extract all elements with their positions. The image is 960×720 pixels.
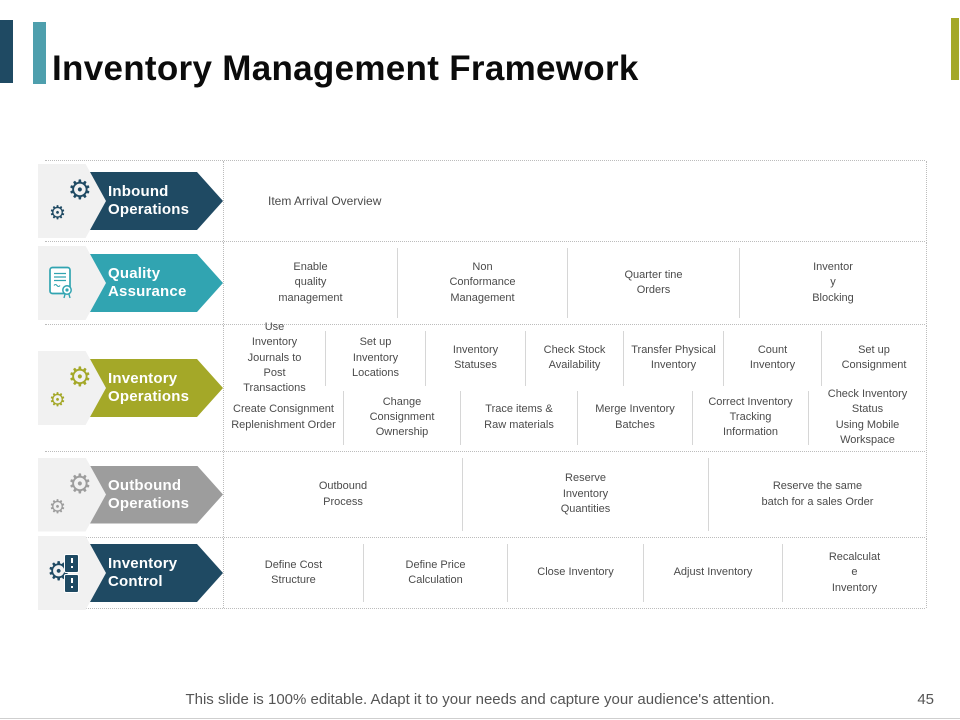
title-accent-bar-teal bbox=[33, 22, 46, 84]
footer-note: This slide is 100% editable. Adapt it to… bbox=[185, 691, 775, 708]
process-cell: Inventory Statuses bbox=[426, 331, 526, 386]
framework-row-inventory-operations: Inventory Operations ⚙⚙ Use Inventory Jour… bbox=[38, 321, 927, 451]
process-lane: Use Inventory Journals to Post Transacti… bbox=[224, 321, 926, 395]
row-label-zone: Outbound Operations ⚙⚙ bbox=[38, 452, 223, 537]
row-lanes: Use Inventory Journals to Post Transacti… bbox=[223, 321, 927, 451]
row-lanes: Item Arrival Overview bbox=[223, 161, 927, 241]
process-cell: Adjust Inventory bbox=[644, 544, 783, 602]
slide-title: Inventory Management Framework bbox=[52, 49, 639, 89]
certificate-icon bbox=[49, 266, 72, 299]
row-label-zone: Inventory Operations ⚙⚙ bbox=[38, 325, 223, 451]
framework-row-inbound-operations: Inbound Operations ⚙⚙ Item Arrival Overvie… bbox=[38, 160, 927, 241]
row-label: Quality Assurance bbox=[108, 265, 187, 300]
bottom-divider bbox=[0, 718, 960, 719]
row-label: Inbound Operations bbox=[108, 183, 190, 218]
gears-icon: ⚙⚙ bbox=[49, 468, 92, 518]
row-label: Inventory Control bbox=[108, 555, 178, 590]
process-cell: Create Consignment Replenishment Order bbox=[224, 390, 344, 445]
process-cell: Use Inventory Journals to Post Transacti… bbox=[224, 321, 326, 394]
process-cell: Set up Inventory Locations bbox=[326, 331, 426, 386]
process-cell: Reserve the same batch for a sales Order bbox=[761, 480, 874, 508]
process-cell: Reserve Inventory Quantities bbox=[463, 458, 709, 531]
process-cell: Define Price Calculation bbox=[364, 544, 508, 602]
process-cell: Recalculat e Inventory bbox=[828, 550, 881, 594]
row-label: Inventory Operations bbox=[108, 370, 190, 405]
process-cell: Item Arrival Overview bbox=[268, 193, 382, 208]
process-cell: Enable quality management bbox=[224, 248, 398, 318]
process-cell: Non Conformance Management bbox=[398, 248, 568, 318]
process-cell: Close Inventory bbox=[508, 544, 644, 602]
row-label-zone: Quality Assurance bbox=[38, 242, 223, 324]
process-cell: Count Inventory bbox=[724, 331, 822, 386]
page-number: 45 bbox=[917, 691, 934, 708]
process-cell: Correct Inventory Tracking Information bbox=[693, 390, 809, 445]
icon-chevron: ⚙ bbox=[38, 536, 106, 610]
process-lane: Item Arrival Overview bbox=[224, 167, 926, 235]
process-cell: Quarter tine Orders bbox=[568, 248, 740, 318]
process-cell: Merge Inventory Batches bbox=[578, 390, 693, 445]
process-cell: Outbound Process bbox=[224, 458, 463, 531]
framework-table: Inbound Operations ⚙⚙ Item Arrival Overvie… bbox=[38, 160, 927, 610]
process-cell: Inventor y Blocking bbox=[812, 260, 854, 304]
row-label-zone: Inventory Control ⚙ bbox=[38, 536, 223, 610]
row-label-zone: Inbound Operations ⚙⚙ bbox=[38, 161, 223, 241]
process-cell: Trace items & Raw materials bbox=[461, 390, 578, 445]
process-cell: Check Inventory Status Using Mobile Work… bbox=[827, 387, 908, 447]
process-cell: Change Consignment Ownership bbox=[344, 390, 461, 445]
framework-row-quality-assurance: Quality Assurance Enable quality manageme… bbox=[38, 241, 927, 324]
process-cell: Set up Consignment bbox=[841, 343, 907, 372]
title-accent-bar-navy bbox=[0, 20, 13, 83]
gear-boxes-icon: ⚙ bbox=[47, 551, 91, 595]
gears-icon: ⚙⚙ bbox=[49, 175, 92, 224]
gears-icon: ⚙⚙ bbox=[49, 362, 92, 411]
corner-accent-bar-olive bbox=[951, 18, 959, 80]
process-cell: Transfer Physical Inventory bbox=[624, 331, 724, 386]
row-label: Outbound Operations bbox=[108, 476, 190, 512]
process-cell: Check Stock Availability bbox=[526, 331, 624, 386]
process-cell: Define Cost Structure bbox=[224, 544, 364, 602]
